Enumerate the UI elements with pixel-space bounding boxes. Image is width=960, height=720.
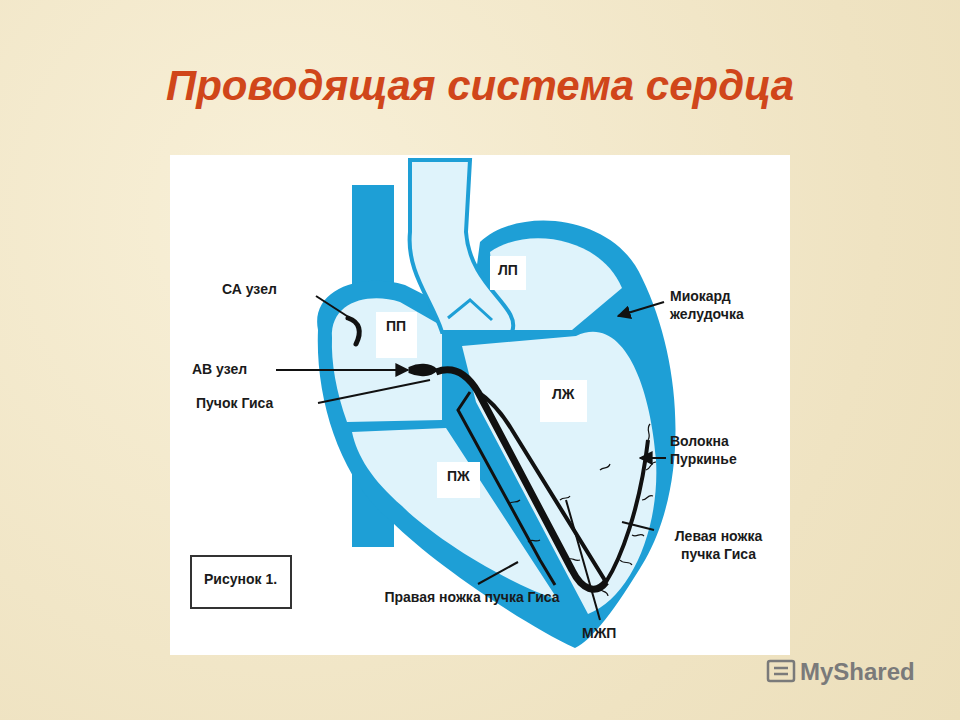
watermark: MyShared — [800, 660, 930, 684]
figure-caption-box: Рисунок 1. — [190, 555, 292, 609]
chamber-label-box: ЛП — [490, 256, 526, 290]
callout-label: СА узел — [222, 280, 322, 298]
callout-label: АВ узел — [192, 360, 276, 378]
node-text: ЛП — [498, 262, 518, 278]
node-text: Рисунок 1. — [204, 571, 278, 587]
diagram-panel — [170, 155, 790, 655]
watermark-icon — [768, 661, 794, 681]
leader-lines — [276, 296, 666, 620]
sa-node — [348, 318, 359, 344]
callout-label: Левая ножка пучка Гиса — [656, 527, 781, 563]
node-text: ПЖ — [447, 468, 470, 484]
callout-label: Миокард желудочка — [670, 287, 782, 323]
node-text: ЛЖ — [552, 386, 575, 402]
chamber-label-box: ПЖ — [437, 462, 480, 498]
slide-title: Проводящая система сердца — [0, 62, 960, 110]
his-bundle — [436, 370, 606, 589]
heart-wall — [317, 221, 675, 648]
chamber-label-box: ПП — [376, 312, 417, 358]
aortic-valve — [448, 300, 492, 320]
av-node — [410, 365, 436, 375]
node-text: ПП — [386, 318, 407, 334]
callout-label: Правая ножка пучка Гиса — [382, 588, 562, 606]
aorta — [410, 160, 514, 332]
callout-label: Пучок Гиса — [196, 394, 316, 412]
chamber-label-box: ЛЖ — [540, 380, 587, 422]
callout-label: Волокна Пуркинье — [670, 432, 770, 468]
callout-label: МЖП — [582, 624, 632, 642]
purkinje-fibers — [509, 424, 656, 596]
